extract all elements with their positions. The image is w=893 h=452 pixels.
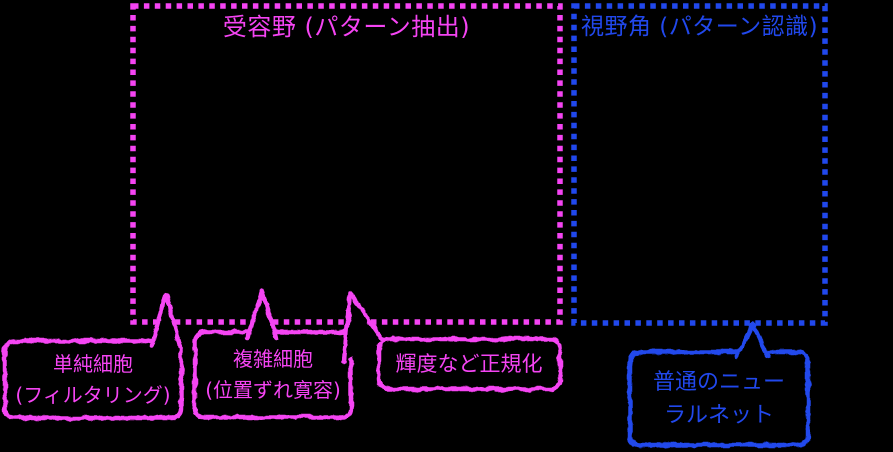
- callout-line: 単純細胞: [53, 351, 133, 376]
- callout-simple-cells: 単純細胞 (フィルタリング): [3, 339, 183, 420]
- callout-tail: [734, 321, 771, 360]
- callout-line: 輝度など正規化: [395, 351, 543, 376]
- callout-tail: [341, 290, 386, 364]
- callout-ordinary-nn-shape: [627, 321, 811, 448]
- callout-line: ラルネット: [663, 402, 774, 428]
- callout-normalization-shape: [341, 290, 563, 392]
- receptive-field-border: [130, 3, 563, 325]
- callout-ordinary-nn: 普通のニュー ラルネット: [628, 350, 810, 447]
- callout-line: (位置ずれ寛容): [205, 377, 341, 402]
- view-angle-title: 視野角 (パターン認識): [580, 14, 819, 40]
- callout-line: 普通のニュー: [652, 369, 785, 395]
- callout-tail: [149, 291, 183, 349]
- view-angle-border: [571, 3, 828, 326]
- callout-normalization: 輝度など正規化: [377, 337, 561, 390]
- callout-line: (フィルタリング): [15, 382, 171, 407]
- receptive-field-title: 受容野 (パターン抽出): [222, 13, 471, 41]
- callout-complex-cells: 複雑細胞 (位置ずれ寛容): [193, 330, 353, 419]
- callout-complex-cells-shape: [192, 288, 354, 420]
- callout-line: 複雑細胞: [233, 346, 313, 371]
- callout-simple-cells-shape: [2, 291, 184, 421]
- callout-tail: [245, 288, 279, 341]
